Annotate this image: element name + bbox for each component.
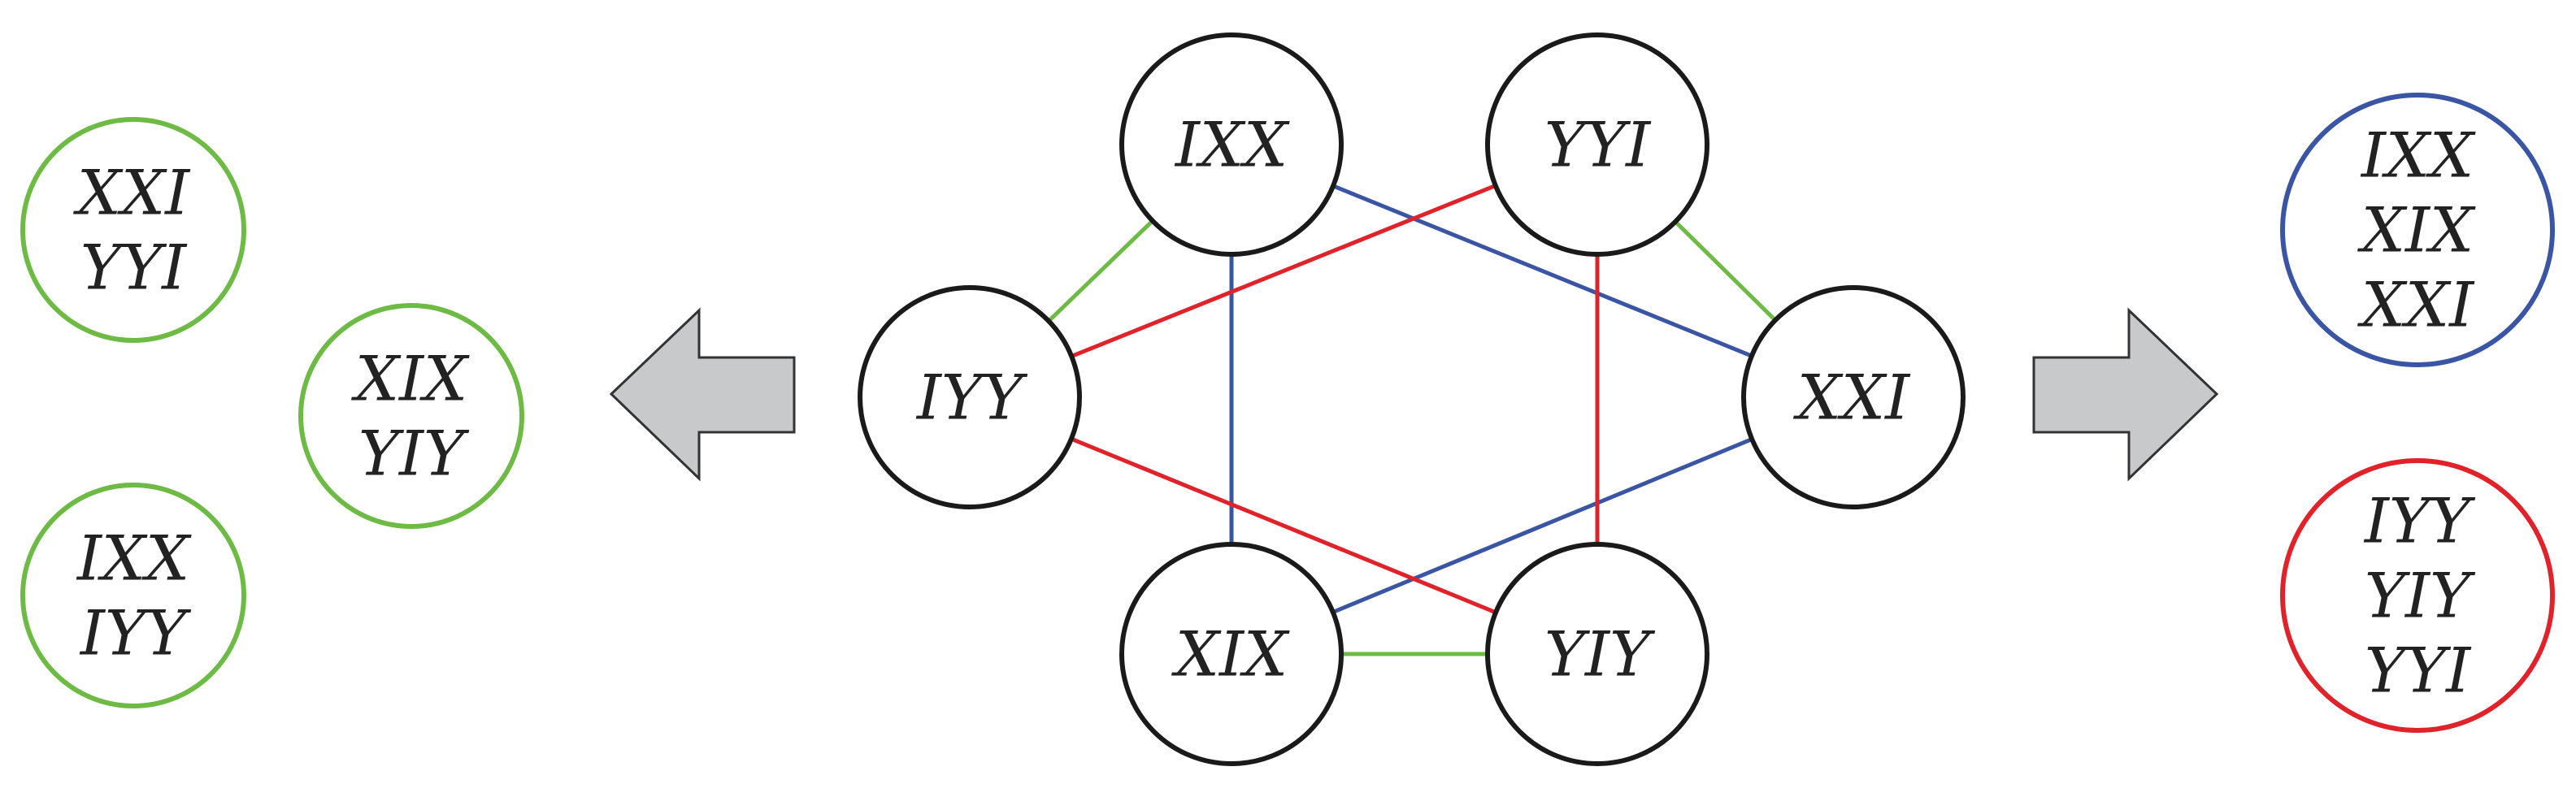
node-iyy: IYY	[858, 285, 1082, 509]
graph-nodes: IXX YYI IYY XXI XIX YIY	[858, 32, 1966, 766]
left-group-circle	[298, 303, 524, 529]
node-circle	[1485, 32, 1709, 257]
right-group-line: XIX	[2357, 194, 2476, 266]
node-circle	[1119, 542, 1344, 766]
node-ixx: IXX	[1119, 32, 1344, 257]
node-label: IXX	[1174, 109, 1290, 181]
right-group-circle	[2280, 458, 2555, 733]
right-group-line: IYY	[2363, 485, 2476, 557]
node-circle	[1119, 32, 1344, 257]
node-label: XXI	[1793, 362, 1911, 434]
left-group-line: YIY	[358, 418, 470, 490]
left-group-circle	[20, 117, 246, 343]
node-label: YIY	[1544, 618, 1656, 691]
graph-edges	[968, 142, 1855, 656]
node-yyi: YYI	[1485, 32, 1709, 257]
node-xix: XIX	[1119, 542, 1344, 766]
node-circle	[858, 285, 1082, 509]
node-label: IYY	[915, 362, 1028, 434]
left-arrow-icon	[609, 307, 796, 482]
right-group-line: YIY	[2365, 560, 2476, 632]
left-group-line: YYI	[80, 232, 188, 304]
left-group-line: IXX	[76, 522, 192, 595]
edge-iyy-yyi	[969, 142, 1598, 400]
node-circle	[1485, 542, 1709, 766]
left-group-line: XXI	[73, 157, 191, 229]
node-label: XIX	[1171, 618, 1290, 691]
right-group-line: XXI	[2357, 269, 2475, 341]
edge-iyy-yiy	[969, 395, 1598, 656]
right-group-line: IXX	[2360, 119, 2476, 192]
left-group-circle	[20, 483, 246, 708]
left-group-line: IYY	[79, 597, 192, 669]
node-label: YYI	[1544, 109, 1652, 181]
right-arrow-icon	[2032, 307, 2219, 482]
right-group-line: YYI	[2365, 635, 2472, 707]
node-yiy: YIY	[1485, 542, 1709, 766]
left-group-line: XIX	[351, 343, 470, 415]
node-circle	[1741, 285, 1966, 509]
node-xxi: XXI	[1741, 285, 1966, 509]
right-group-circle	[2280, 93, 2555, 367]
